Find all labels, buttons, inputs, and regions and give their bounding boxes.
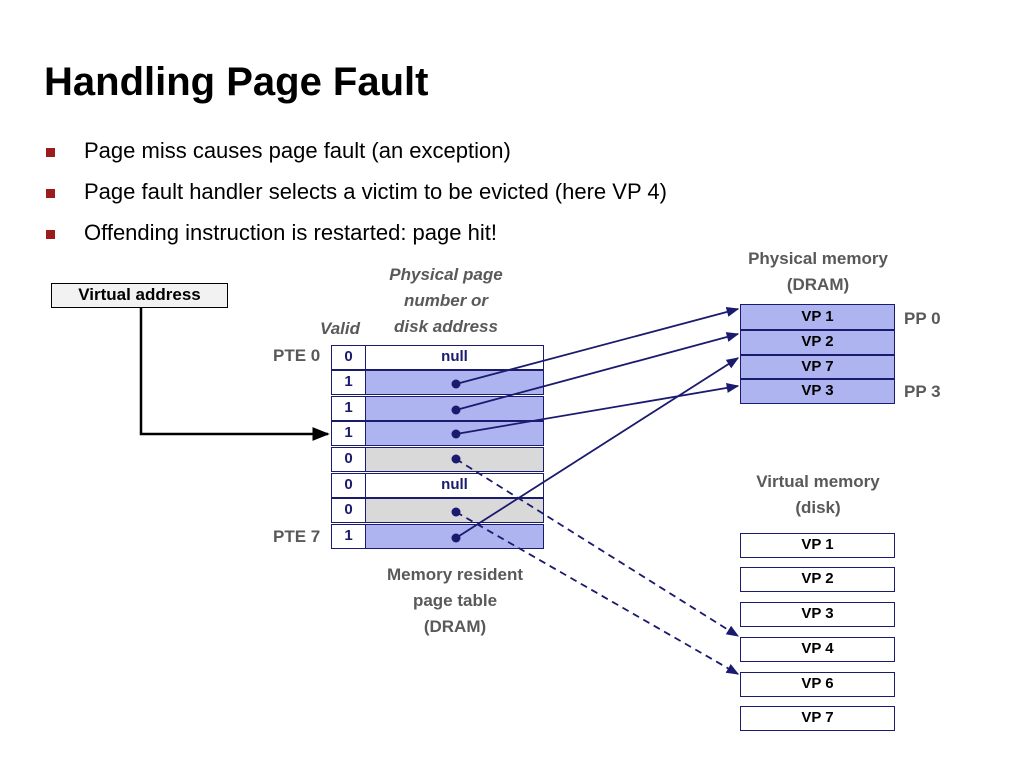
virtual-memory-title-line: (disk) (795, 498, 841, 517)
valid-bit: 1 (332, 397, 366, 420)
pte-first-label: PTE 0 (273, 346, 321, 365)
virtual-memory-title-line: Virtual memory (756, 472, 880, 491)
bullet-marker-icon (46, 230, 55, 239)
page-table-caption: Memory resident page table (DRAM) (362, 562, 548, 640)
page-table-row: 0 null (331, 345, 544, 370)
bullet-item: Offending instruction is restarted: page… (46, 218, 667, 259)
disk-page-cell: VP 1 (740, 533, 895, 558)
physical-page-cell: VP 2 (740, 330, 895, 355)
valid-bit: 0 (332, 448, 366, 471)
pp-first-label: PP 0 (904, 309, 941, 328)
bullet-text: Page fault handler selects a victim to b… (84, 179, 667, 204)
disk-pointer-arrow-vp6 (455, 511, 740, 675)
pointer-arrow-vp3 (455, 382, 740, 435)
valid-bit: 1 (332, 525, 366, 548)
virtual-address-arrow (139, 308, 330, 441)
disk-page-cell: VP 6 (740, 672, 895, 697)
pointer-arrow-vp1 (455, 307, 740, 385)
physical-memory-title-line: Physical memory (748, 249, 888, 268)
slide-title: Handling Page Fault (44, 60, 429, 104)
physical-memory-title: Physical memory (DRAM) (722, 246, 914, 298)
physical-page-cell: VP 7 (740, 355, 895, 379)
bullet-item: Page fault handler selects a victim to b… (46, 177, 667, 218)
virtual-memory-title: Virtual memory (disk) (722, 469, 914, 521)
pte-address: null (366, 346, 543, 369)
valid-header: Valid (320, 319, 360, 338)
physical-page-header-line: number or (403, 291, 489, 310)
valid-bit: 0 (332, 499, 366, 522)
physical-page-cell: VP 3 (740, 379, 895, 404)
disk-page-cell: VP 2 (740, 567, 895, 592)
disk-pointer-arrow-vp4 (455, 458, 740, 637)
bullet-text: Offending instruction is restarted: page… (84, 220, 497, 245)
pte-last-label: PTE 7 (273, 527, 321, 546)
bullet-marker-icon (46, 189, 55, 198)
physical-memory-title-line: (DRAM) (786, 275, 850, 294)
page-table-row: 0 null (331, 473, 544, 498)
disk-page-cell: VP 7 (740, 706, 895, 731)
valid-bit: 1 (332, 371, 366, 394)
physical-page-cell: VP 1 (740, 304, 895, 330)
pointer-arrow-vp7 (455, 357, 740, 539)
pp-last-label: PP 3 (904, 382, 941, 401)
valid-bit: 0 (332, 474, 366, 497)
pointer-arrow-vp2 (455, 332, 740, 411)
disk-page-cell: VP 3 (740, 602, 895, 627)
virtual-address-box: Virtual address (51, 283, 228, 308)
bullet-list: Page miss causes page fault (an exceptio… (46, 136, 667, 259)
bullet-text: Page miss causes page fault (an exceptio… (84, 138, 511, 163)
physical-page-header: Physical page number or disk address (370, 262, 522, 340)
bullet-item: Page miss causes page fault (an exceptio… (46, 136, 667, 177)
physical-page-header-line: disk address (394, 317, 498, 336)
disk-page-cell: VP 4 (740, 637, 895, 662)
valid-bit: 1 (332, 422, 366, 445)
physical-page-header-line: Physical page (389, 265, 503, 284)
page-table-caption-line: page table (412, 591, 498, 610)
pte-address: null (366, 474, 543, 497)
bullet-marker-icon (46, 148, 55, 157)
page-table-caption-line: (DRAM) (423, 617, 487, 636)
valid-bit: 0 (332, 346, 366, 369)
page-table-caption-line: Memory resident (386, 565, 524, 584)
